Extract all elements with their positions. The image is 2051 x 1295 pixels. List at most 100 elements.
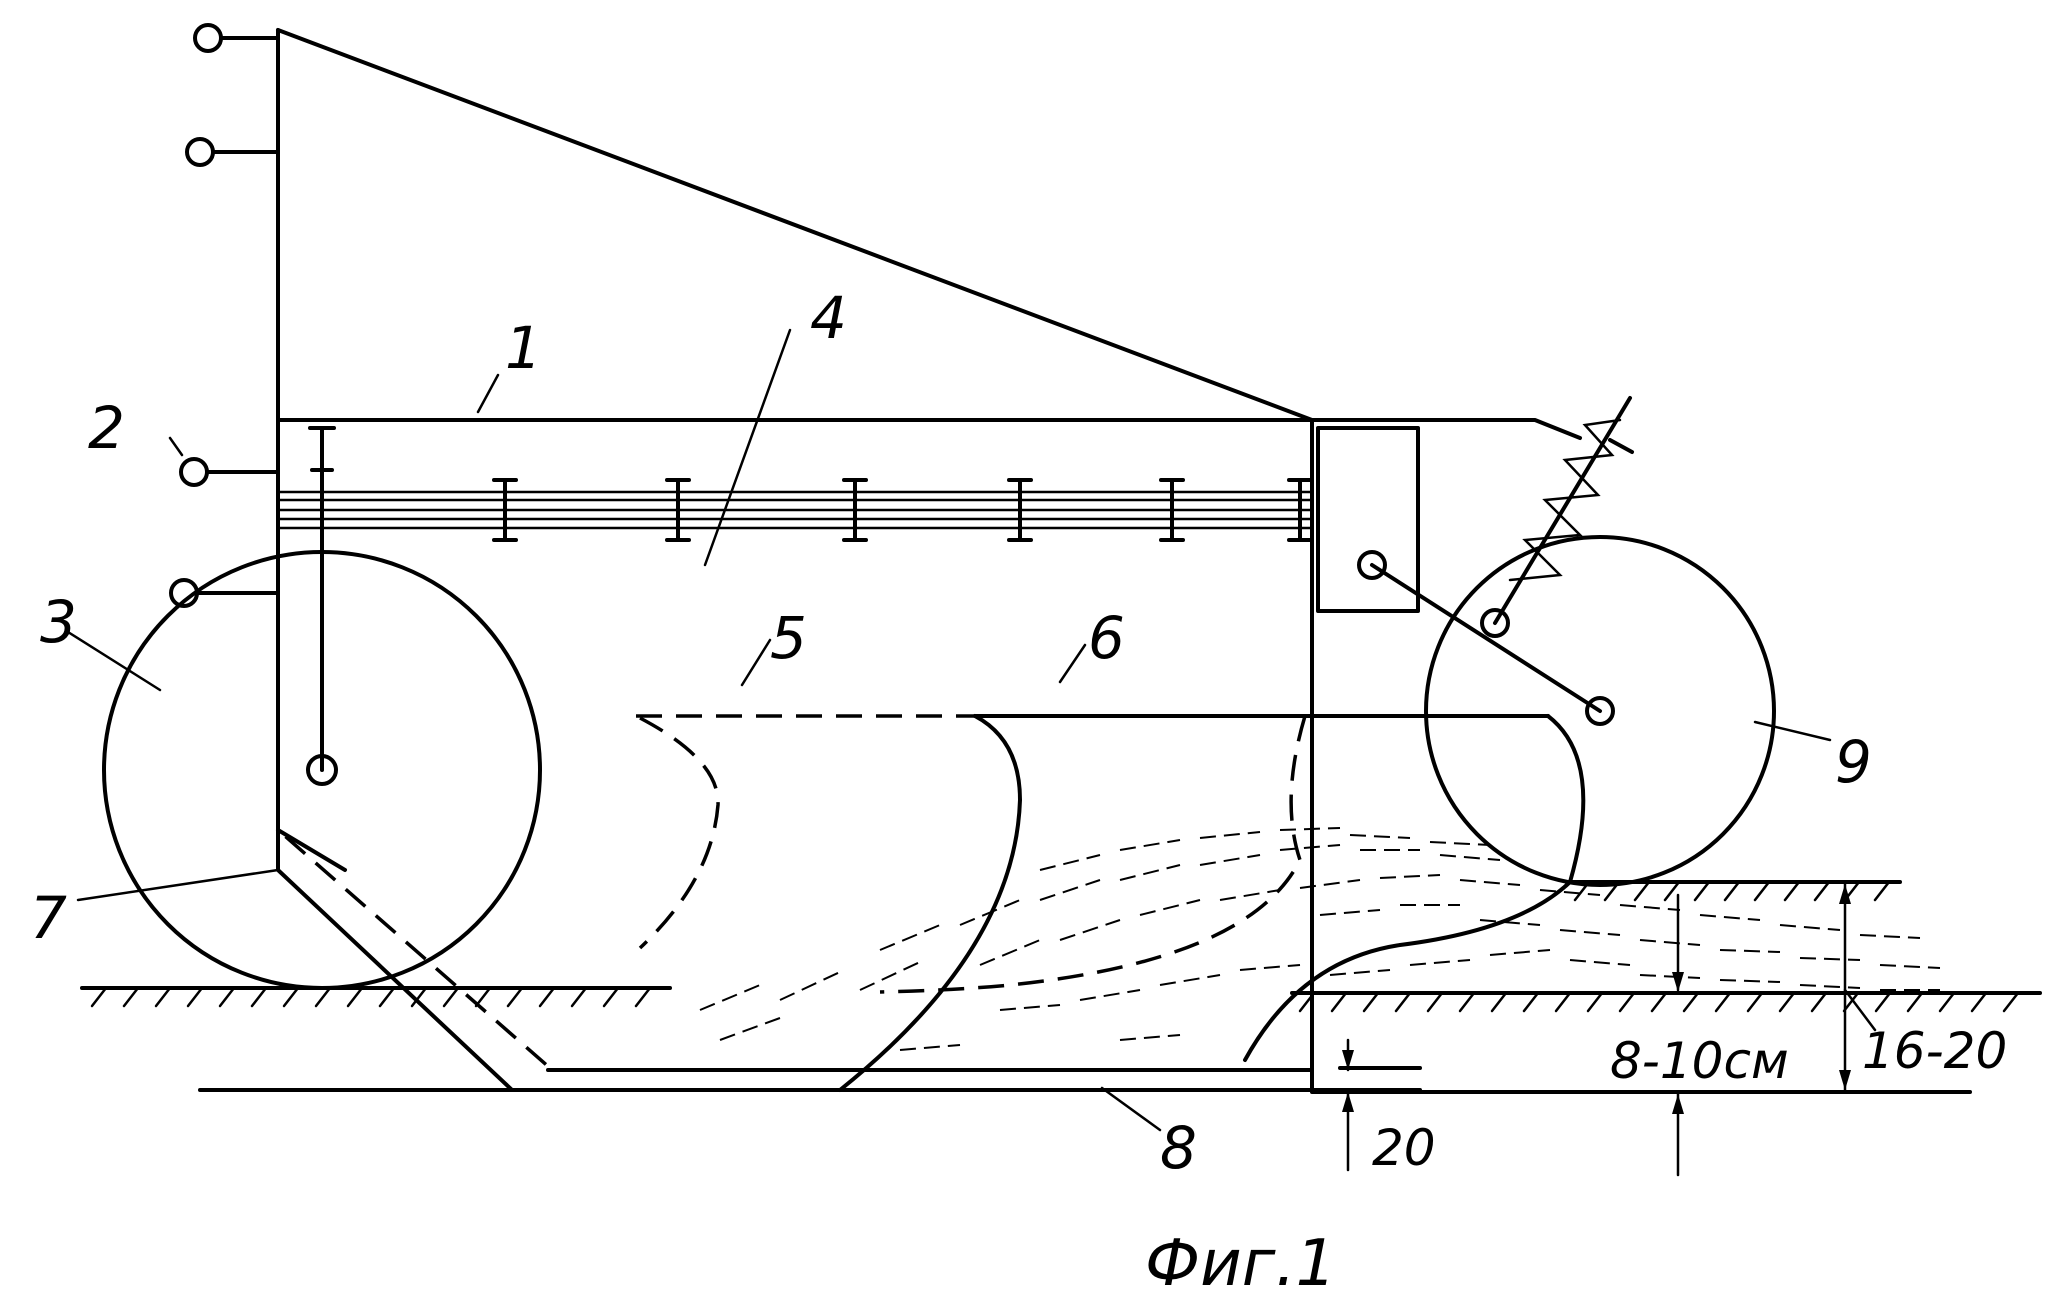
ground-hatch <box>1524 993 1538 1011</box>
frame-tower <box>171 25 1312 830</box>
label-7: 7 <box>30 884 67 952</box>
ground-hatch <box>252 988 266 1006</box>
ground-hatch <box>2004 993 2018 1011</box>
soil-stroke <box>1000 1005 1060 1010</box>
label-2: 2 <box>88 394 125 462</box>
soil-stroke <box>1620 905 1680 910</box>
dim-shallow-depth: 8-10см <box>1610 1032 1789 1090</box>
beam-rail <box>278 480 1312 540</box>
soil-stroke <box>1640 940 1700 945</box>
ground-hatch <box>1620 993 1634 1011</box>
ground-hatch <box>1908 993 1922 1011</box>
soil-stroke <box>1540 890 1600 895</box>
ground-hatch <box>1875 882 1889 900</box>
soil-stroke <box>1440 855 1500 860</box>
ground-hatch <box>348 988 362 1006</box>
soil-stroke <box>860 962 920 990</box>
dim-clearance: 20 <box>1372 1119 1436 1177</box>
ground-hatch <box>1812 993 1826 1011</box>
soil-stroke <box>1140 900 1200 915</box>
soil-stroke <box>880 925 940 950</box>
ground-hatch <box>1684 993 1698 1011</box>
soil-stroke <box>1720 980 1780 982</box>
ground-hatch <box>572 988 586 1006</box>
ground-hatch <box>284 988 298 1006</box>
label-3: 3 <box>40 588 77 656</box>
soil-stroke <box>1410 960 1470 965</box>
soil-stroke <box>1040 855 1100 870</box>
soil-stroke <box>1380 875 1440 878</box>
ground-hatch <box>636 988 650 1006</box>
ground-hatch <box>604 988 618 1006</box>
ground-hatch <box>1652 993 1666 1011</box>
soil-stroke <box>1800 958 1860 960</box>
soil-stroke <box>1860 935 1920 938</box>
share-front <box>840 716 1583 1090</box>
ground-hatch <box>1940 993 1954 1011</box>
soil-stroke <box>1350 835 1410 838</box>
soil-stroke <box>1220 890 1280 900</box>
soil-stroke <box>1640 975 1700 978</box>
leader-lines <box>68 330 1830 1130</box>
ground-hatch <box>1972 993 1986 1011</box>
ground-hatch <box>1460 993 1474 1011</box>
ground-hatch <box>1396 993 1410 1011</box>
soil-stroke <box>1570 960 1630 965</box>
ground-hatch <box>1492 993 1506 1011</box>
label-8: 8 <box>1160 1114 1197 1182</box>
ground-hatch <box>156 988 170 1006</box>
ground-hatch <box>1428 993 1442 1011</box>
soil-stroke <box>1200 855 1260 865</box>
soil-stroke <box>1490 950 1550 955</box>
ground-hatch <box>1785 882 1799 900</box>
soil-stroke <box>1560 930 1620 935</box>
soil-stroke <box>1040 880 1100 900</box>
soil-texture <box>700 828 1940 1050</box>
soil-stroke <box>1780 925 1840 930</box>
soil-stroke <box>1700 915 1760 920</box>
soil-stroke <box>1080 990 1140 1000</box>
soil-stroke <box>720 1018 780 1040</box>
soil-stroke <box>1800 985 1860 988</box>
soil-stroke <box>1460 880 1520 885</box>
ground-hatch <box>1716 993 1730 1011</box>
ground-hatch <box>188 988 202 1006</box>
soil-stroke <box>1300 880 1360 888</box>
soil-stroke <box>1720 950 1780 952</box>
soil-stroke <box>1200 832 1260 838</box>
ground-hatch <box>444 988 458 1006</box>
label-4: 4 <box>810 284 847 352</box>
ground-hatch <box>540 988 554 1006</box>
soil-stroke <box>1120 865 1180 880</box>
soil-stroke <box>960 900 1020 925</box>
soil-stroke <box>1430 842 1490 845</box>
soil-stroke <box>780 972 840 1000</box>
ground-hatch <box>1588 993 1602 1011</box>
ground-hatch <box>508 988 522 1006</box>
knife <box>278 600 1312 1090</box>
soil-stroke <box>1060 920 1120 940</box>
ground-hatch <box>1725 882 1739 900</box>
soil-stroke <box>1280 828 1340 830</box>
rear-bracket <box>1312 420 1613 724</box>
ground-hatch <box>92 988 106 1006</box>
ground-hatch <box>1364 993 1378 1011</box>
dimension-labels: 20 8-10см 16-20 <box>1372 1022 2007 1177</box>
label-6: 6 <box>1088 604 1125 672</box>
label-5: 5 <box>770 604 807 672</box>
soil-stroke <box>1330 970 1390 975</box>
ground-hatch <box>476 988 490 1006</box>
dim-full-depth: 16-20 <box>1862 1022 2007 1080</box>
figure-caption: Фиг.1 <box>1145 1227 1336 1295</box>
ground-hatch <box>316 988 330 1006</box>
soil-stroke <box>1120 840 1180 850</box>
soil-stroke <box>1240 965 1300 970</box>
ground-hatch <box>220 988 234 1006</box>
ground-hatch <box>1695 882 1709 900</box>
soil-stroke <box>1160 975 1220 985</box>
ground-hatch <box>124 988 138 1006</box>
soil-stroke <box>700 985 760 1010</box>
soil-stroke <box>1880 965 1940 968</box>
ground-hatch <box>1876 993 1890 1011</box>
